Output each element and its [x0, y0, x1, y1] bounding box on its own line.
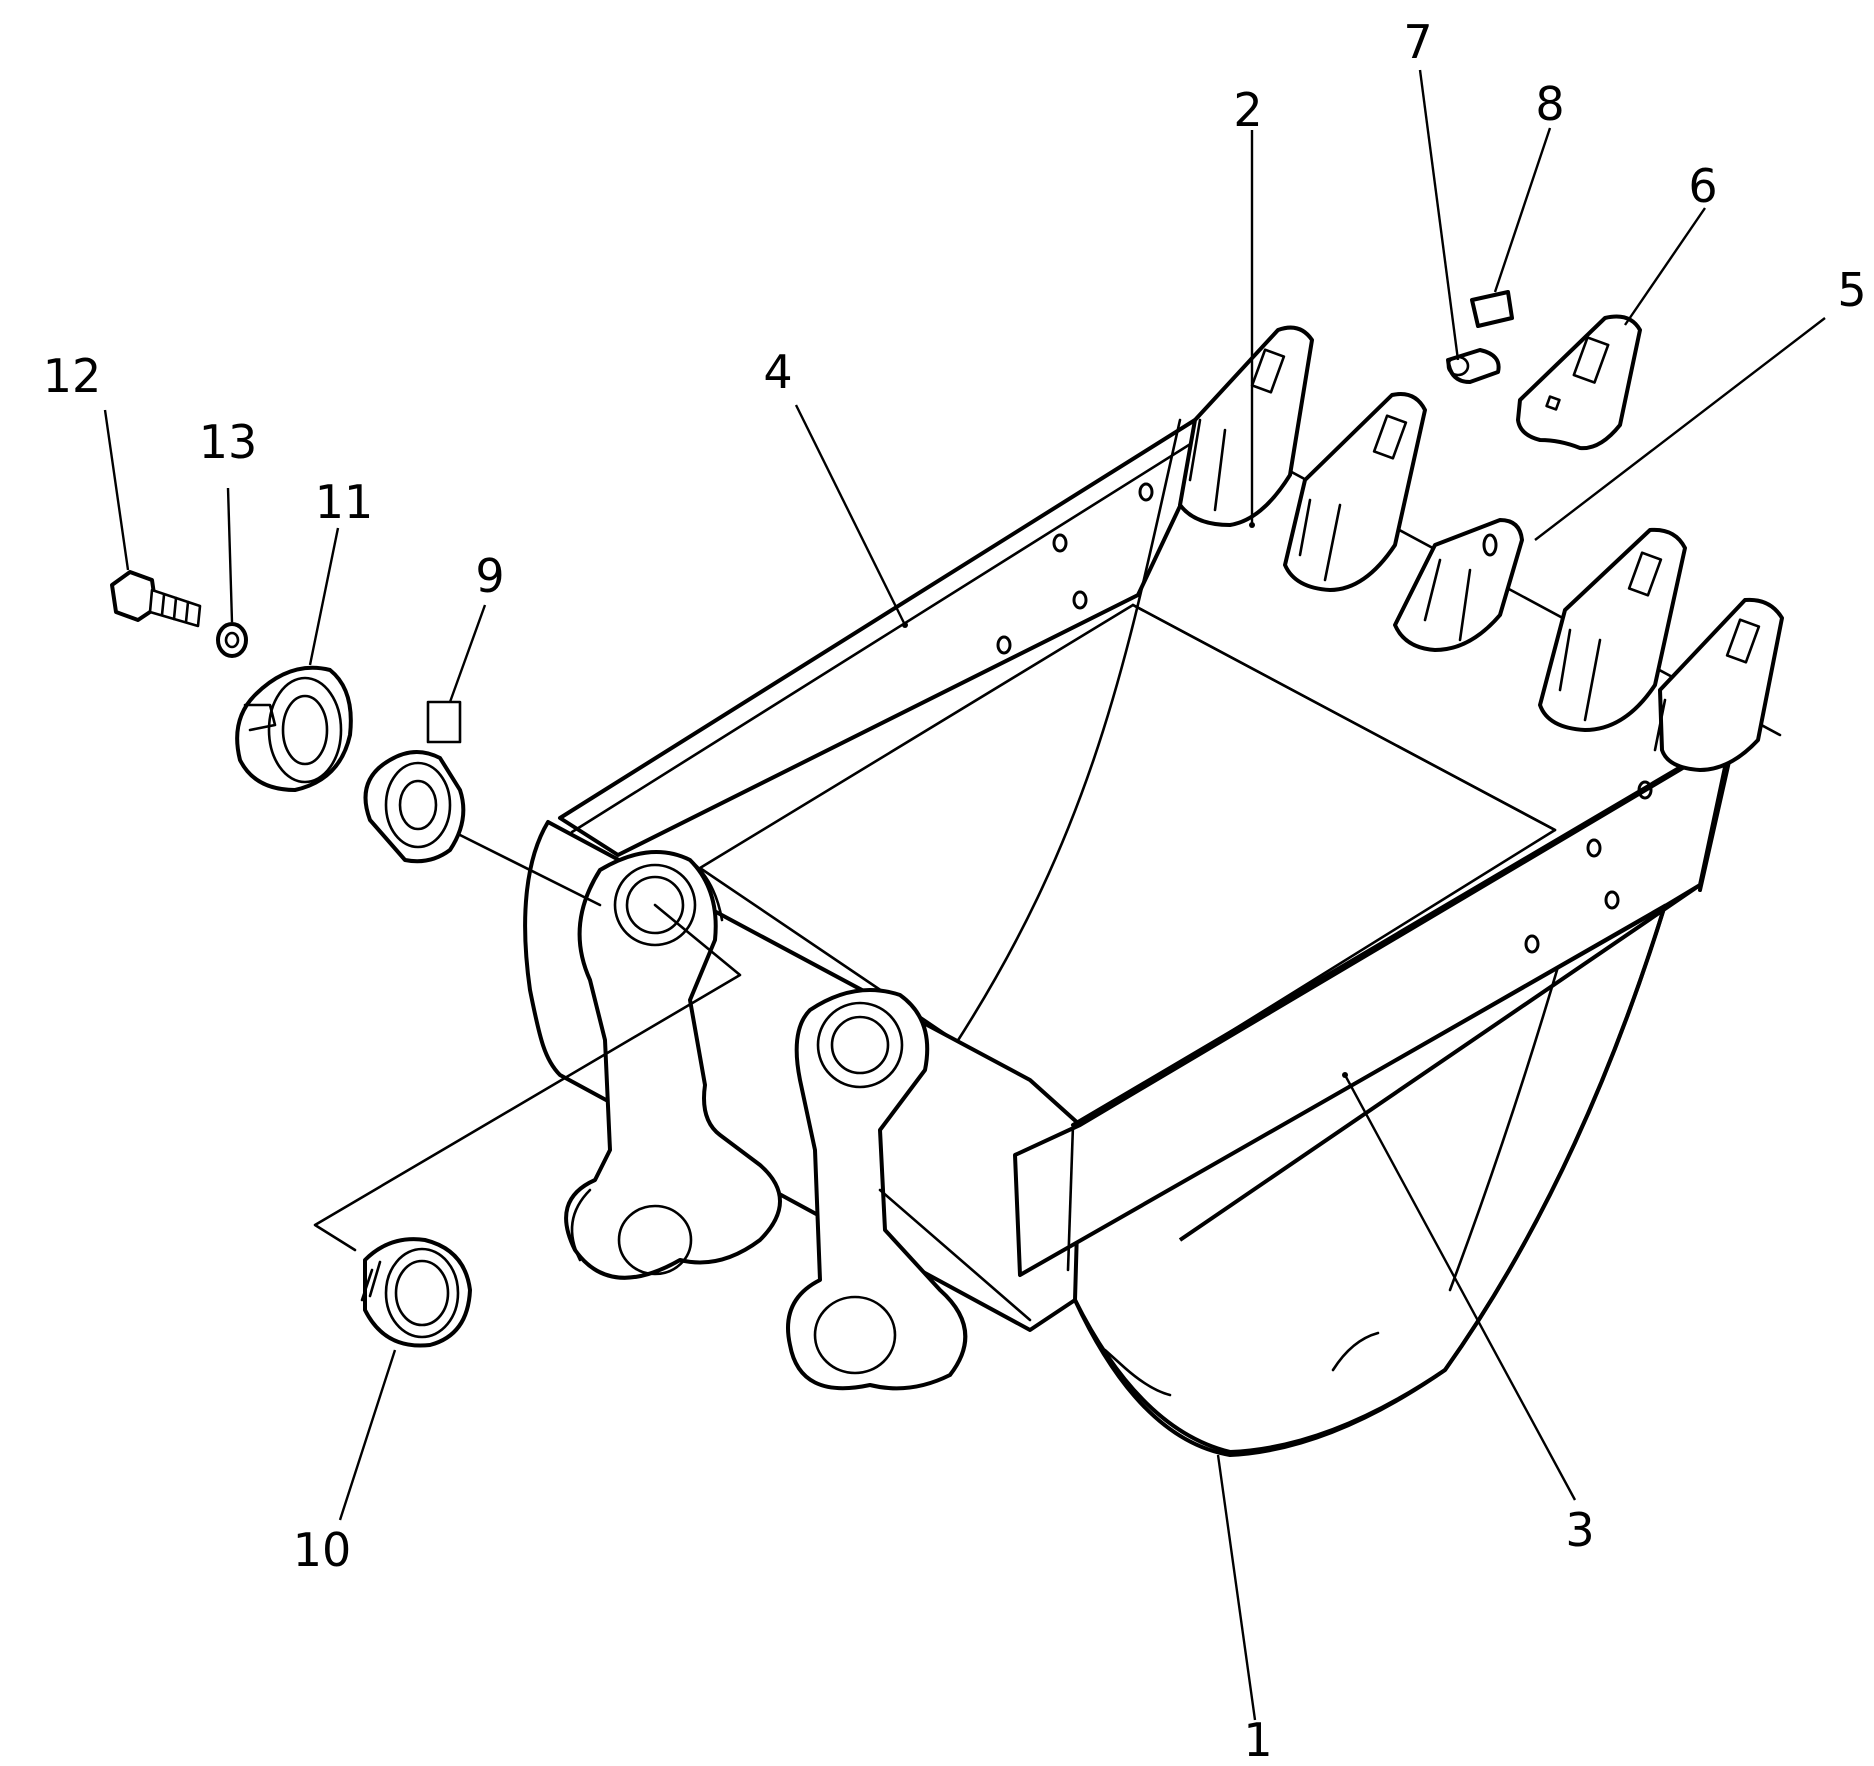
callout-labels: 1 2 3 4 5 6 7 8 9 10 11 12 13 [43, 15, 1867, 1766]
pin-boss-cap-part-11 [235, 665, 353, 792]
callout-2: 2 [1233, 83, 1262, 137]
tooth-4 [1538, 527, 1687, 732]
assembly-line-shim [458, 833, 602, 907]
callout-8: 8 [1535, 77, 1564, 131]
callout-10: 10 [293, 1523, 352, 1577]
lock-pin-rubber-part-8 [1470, 290, 1514, 328]
callout-6: 6 [1688, 159, 1717, 213]
tooth-2 [1283, 392, 1427, 592]
tooth-1 [1178, 325, 1314, 527]
tooth-3 [1393, 518, 1524, 652]
callout-11: 11 [315, 475, 374, 529]
left-side-plate [558, 418, 1217, 857]
bushing-part-10 [360, 1237, 472, 1348]
callout-13: 13 [199, 415, 258, 469]
callout-5: 5 [1837, 263, 1866, 317]
callout-9: 9 [475, 549, 504, 603]
assembly-line-bushing [313, 903, 742, 1252]
shim-part-9 [363, 700, 466, 864]
callout-3: 3 [1565, 1503, 1594, 1557]
bolt-part-12 [110, 570, 202, 628]
callout-7: 7 [1403, 15, 1432, 69]
boss-link-right [786, 988, 1032, 1391]
lock-pin-part-7 [1446, 348, 1501, 384]
callout-12: 12 [43, 349, 102, 403]
tooth-row [1178, 325, 1784, 772]
callout-4: 4 [763, 345, 792, 399]
tooth-point-part-6 [1516, 314, 1642, 451]
bucket-body [523, 418, 1782, 1457]
washer-part-13 [216, 622, 248, 658]
callout-1: 1 [1243, 1713, 1272, 1766]
leader-lines [103, 69, 1826, 1721]
tooth-5 [1653, 597, 1784, 772]
boss-link-left [564, 850, 782, 1280]
